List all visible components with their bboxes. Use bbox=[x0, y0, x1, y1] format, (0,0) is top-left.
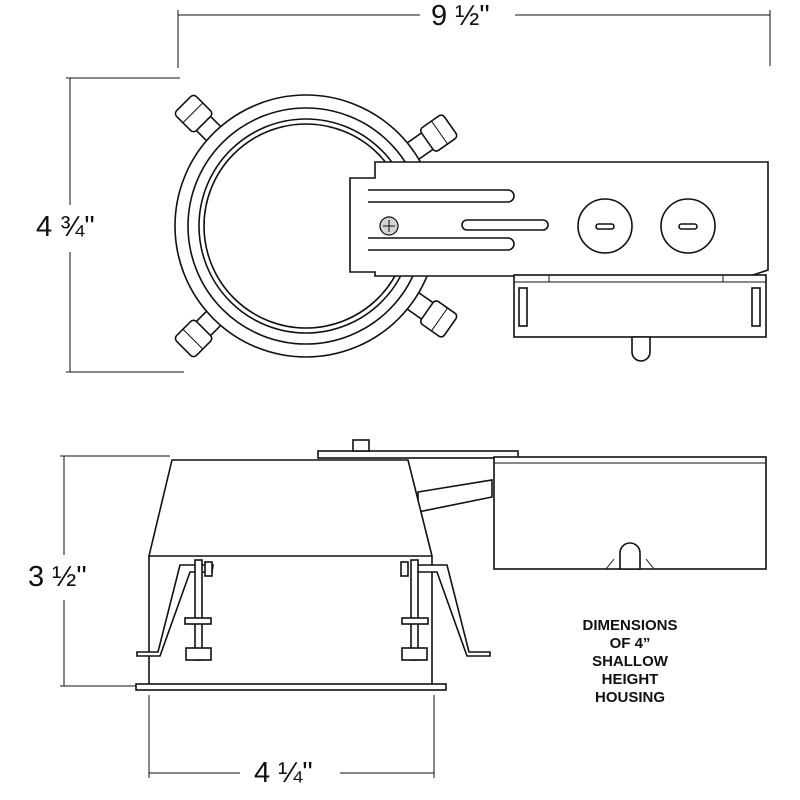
hex-nut bbox=[352, 439, 370, 452]
dimension-side-width: 4 ¼" bbox=[248, 759, 319, 788]
dimension-side-height: 3 ½" bbox=[22, 563, 93, 592]
note-line: HEIGHT bbox=[601, 671, 659, 688]
knockout bbox=[577, 198, 633, 254]
dimension-top-width: 9 ½" bbox=[425, 2, 496, 31]
housing-can-side bbox=[135, 459, 447, 691]
mounting-clip-left bbox=[136, 559, 214, 661]
mounting-clip-right bbox=[400, 559, 491, 661]
note-line: OF 4” bbox=[609, 635, 651, 652]
note-line: SHALLOW bbox=[592, 653, 668, 670]
housing-flange bbox=[135, 683, 447, 691]
dimension-top-height: 4 ¾" bbox=[30, 213, 101, 242]
junction-box-plate bbox=[349, 161, 769, 277]
side-view bbox=[135, 439, 767, 691]
knockout bbox=[660, 198, 716, 254]
dimension-lines bbox=[60, 10, 771, 778]
housing-dimensions-note: DIMENSIONS OF 4” SHALLOW HEIGHT HOUSING bbox=[548, 617, 712, 707]
junction-box-side bbox=[493, 456, 767, 570]
top-view bbox=[174, 94, 769, 362]
note-line: HOUSING bbox=[594, 689, 665, 706]
note-line: DIMENSIONS bbox=[582, 617, 678, 634]
junction-box-body bbox=[513, 274, 767, 362]
